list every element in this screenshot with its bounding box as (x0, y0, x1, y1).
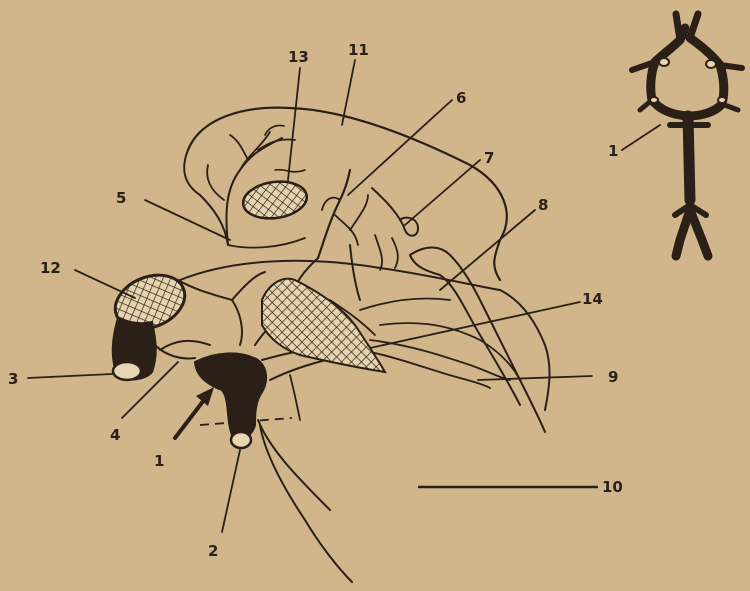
label-7: 7 (484, 149, 494, 167)
label-1: 1 (154, 452, 164, 470)
label-6: 6 (456, 89, 466, 107)
label-9: 9 (608, 368, 618, 386)
label-10: 10 (602, 478, 623, 496)
label-12: 12 (40, 259, 61, 277)
vessel-3-opening (113, 362, 141, 380)
label-8: 8 (538, 196, 548, 214)
label-1-inset: 1 (608, 142, 618, 160)
label-11: 11 (348, 41, 369, 59)
label-3: 3 (8, 370, 18, 388)
inset-branch-right (720, 65, 742, 68)
label-5: 5 (116, 189, 126, 207)
label-14: 14 (582, 290, 603, 308)
inset-stem (688, 116, 690, 200)
trunk-2-opening (231, 432, 251, 448)
inset-top-left (676, 14, 680, 40)
label-4: 4 (110, 426, 120, 444)
label-13: 13 (288, 48, 309, 66)
label-2: 2 (208, 542, 218, 560)
